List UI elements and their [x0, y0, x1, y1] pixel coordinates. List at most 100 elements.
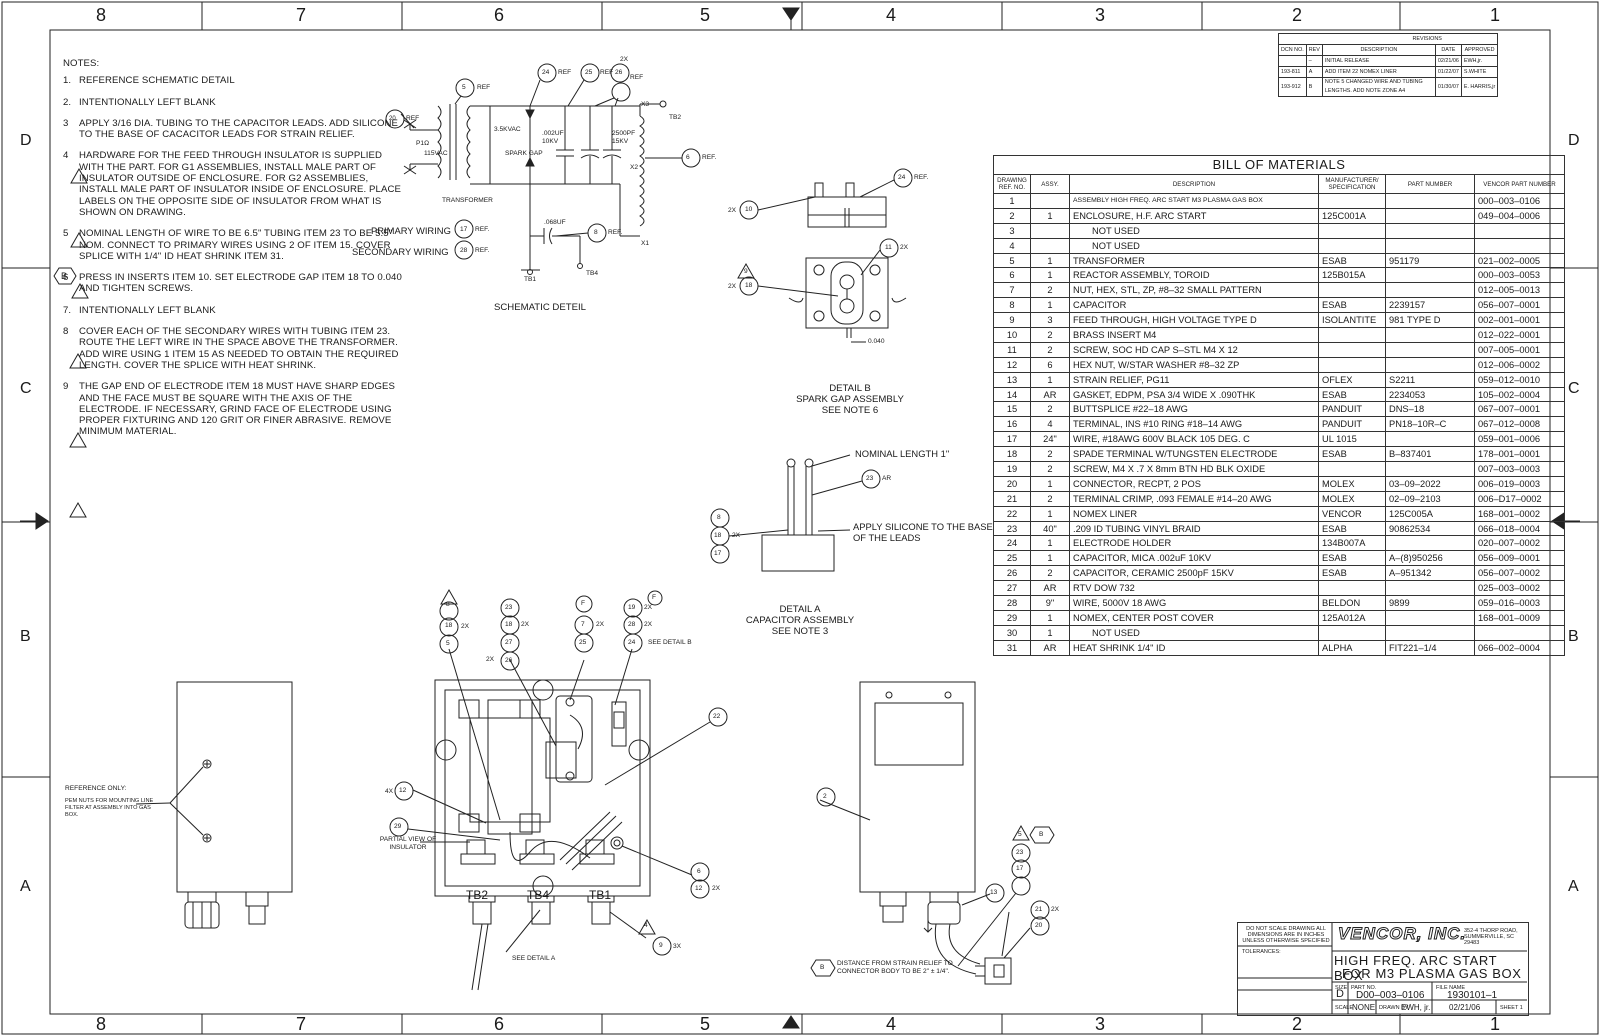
- bom-cell: MOLEX: [1318, 490, 1386, 507]
- balloon-23-a: 23: [866, 475, 874, 482]
- detail-b-note-9: 9: [744, 268, 748, 275]
- file-name-label: FILE NAME: [1436, 985, 1466, 991]
- bom-cell: 2: [993, 207, 1031, 224]
- revision-cell: [1278, 55, 1307, 67]
- balloon-20-right: 20: [1035, 922, 1043, 929]
- zone-row-c-left: C: [20, 380, 32, 397]
- bom-cell: ESAB: [1318, 252, 1386, 269]
- bom-cell: TERMINAL CRIMP, .093 FEMALE #14–20 AWG: [1069, 490, 1319, 507]
- bom-cell: 29: [993, 609, 1031, 626]
- balloon-7-main-2x: 2x: [596, 621, 605, 628]
- bom-cell: 066–018–0004: [1474, 520, 1565, 537]
- balloon-24-ref: REF: [558, 69, 572, 76]
- revision-cell: B: [1305, 77, 1323, 97]
- bom-cell: [1385, 624, 1475, 641]
- bom-cell: [1318, 237, 1386, 254]
- bom-cell: .209 ID TUBING VINYL BRAID: [1069, 520, 1319, 537]
- bom-header-cell: VENCOR PART NUMBER: [1474, 174, 1565, 194]
- note-text: PRESS IN INSERTS ITEM 10. SET ELECTRODE …: [79, 272, 402, 295]
- bom-cell: 125C005A: [1385, 505, 1475, 522]
- x1-label: X1: [641, 240, 650, 247]
- balloon-22-main: 22: [713, 713, 721, 720]
- bom-cell: 22: [993, 505, 1031, 522]
- bom-cell: WIRE, 5000V 18 AWG: [1069, 595, 1319, 611]
- note-number: 4: [63, 150, 69, 162]
- balloon-24-b-ref: REF.: [914, 174, 929, 181]
- balloon-12-main-b: 12: [695, 885, 703, 892]
- bom-cell: UL 1015: [1318, 431, 1386, 448]
- note-text: COVER EACH OF THE SECONDARY WIRES WITH T…: [79, 326, 399, 371]
- spark-gap-label: SPARK GAP: [505, 150, 543, 157]
- balloon-5: 5: [462, 84, 466, 91]
- drawing-date: 02/21/06: [1449, 1003, 1481, 1012]
- bom-cell: 6: [1030, 356, 1070, 373]
- right-rev-b: B: [1039, 831, 1044, 838]
- bom-cell: [1318, 461, 1386, 477]
- bom-cell: 020–007–0002: [1474, 535, 1565, 552]
- zone-row-d-right: D: [1568, 132, 1580, 149]
- bom-cell: NOT USED: [1069, 624, 1319, 641]
- bom-cell: A–(8)950256: [1385, 550, 1475, 567]
- partial-view-label: PARTIAL VIEW OF INSULATOR: [379, 836, 437, 851]
- balloon-23-main: 23: [505, 604, 513, 611]
- balloon-18-main-2x: 2x: [461, 623, 470, 630]
- bom-cell: CONNECTOR, RECPT, 2 POS: [1069, 475, 1319, 492]
- bom-cell: 1: [1030, 505, 1070, 522]
- bom-cell: [1030, 222, 1070, 239]
- balloon-29-main: 29: [394, 823, 402, 830]
- distance-note: DISTANCE FROM STRAIN RELIEF TO CONNECTOR…: [837, 960, 953, 975]
- bom-cell: ASSEMBLY HIGH FREQ. ARC START M3 PLASMA …: [1069, 193, 1319, 209]
- balloon-8: 8: [594, 229, 598, 236]
- schematic-title: SCHEMATIC DETEIL: [493, 302, 587, 313]
- note-text: THE GAP END OF ELECTRODE ITEM 18 MUST HA…: [79, 381, 396, 438]
- note-number: 2.: [63, 96, 72, 108]
- bom-cell: VENCOR: [1318, 505, 1386, 522]
- bom-cell: [1385, 327, 1475, 343]
- bom-cell: ENCLOSURE, H.F. ARC START: [1069, 207, 1319, 224]
- cap-2500pf-label: 2500pF 15KV: [612, 130, 636, 145]
- balloon-28-main-2x: 2x: [644, 621, 653, 628]
- balloon-24: 24: [542, 69, 550, 76]
- bom-cell: 021–002–0005: [1474, 252, 1565, 269]
- note-text: HARDWARE FOR THE FEED THROUGH INSULATOR …: [79, 150, 402, 218]
- bom-cell: 2: [1030, 446, 1070, 463]
- bom-cell: AR: [1030, 580, 1070, 597]
- bom-cell: 1: [1030, 252, 1070, 269]
- revision-cell: EWH,jr.: [1460, 55, 1499, 67]
- bom-cell: ELECTRODE HOLDER: [1069, 535, 1319, 552]
- bom-cell: [1385, 207, 1475, 224]
- bom-cell: 28: [993, 595, 1031, 611]
- bom-cell: S2211: [1385, 371, 1475, 388]
- zone-col-1-top: 1: [1490, 5, 1501, 25]
- bom-cell: [1318, 327, 1386, 343]
- bom-cell: ISOLANTITE: [1318, 312, 1386, 329]
- bom-cell: BELDON: [1318, 595, 1386, 611]
- bom-cell: [1474, 624, 1565, 641]
- balloon-23-right: 23: [1016, 849, 1024, 856]
- main-note-8: 8: [446, 601, 450, 608]
- note-number: 7.: [63, 304, 72, 316]
- bom-cell: 012–006–0002: [1474, 356, 1565, 373]
- bom-cell: [1385, 341, 1475, 358]
- bom-cell: 125A012A: [1318, 609, 1386, 626]
- bom-cell: [1318, 222, 1386, 239]
- bom-cell: DNS–18: [1385, 401, 1475, 418]
- zone-col-3-top: 3: [1095, 5, 1106, 25]
- note-rev-b-marker: B: [61, 271, 68, 281]
- bom-cell: 2: [1030, 341, 1070, 358]
- bom-cell: 056–009–0001: [1474, 550, 1565, 567]
- bom-cell: 6: [993, 267, 1031, 284]
- bom-cell: 2: [1030, 282, 1070, 299]
- balloon-10: 10: [745, 206, 753, 213]
- revisions-header-cell: DATE: [1434, 44, 1462, 56]
- bom-cell: 059–016–0003: [1474, 595, 1565, 611]
- bom-cell: [1318, 193, 1386, 209]
